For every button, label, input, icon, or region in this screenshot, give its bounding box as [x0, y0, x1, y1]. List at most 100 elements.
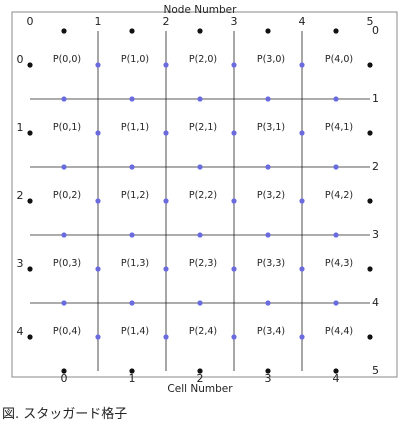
cell-center-point [367, 62, 373, 68]
cell-center-point [61, 28, 67, 34]
cell-number-label-left: 2 [17, 189, 24, 202]
face-velocity-point [333, 232, 339, 238]
cell-number-label-bottom: 3 [265, 372, 272, 385]
cell-center-point [61, 368, 67, 374]
face-velocity-point [231, 130, 237, 136]
figure-caption: 図. スタッガード格子 [2, 407, 128, 422]
face-velocity-point [265, 300, 271, 306]
cell-pressure-label: P(1,1) [121, 122, 149, 133]
cell-pressure-label: P(0,3) [53, 258, 81, 269]
face-velocity-point [61, 300, 67, 306]
cell-center-point [197, 28, 203, 34]
face-velocity-point [231, 334, 237, 340]
cell-number-label-bottom: 2 [197, 372, 204, 385]
cell-number-label-left: 4 [17, 325, 24, 338]
cell-pressure-label: P(4,0) [325, 54, 353, 65]
grid-lines [30, 31, 370, 371]
cell-center-point [129, 368, 135, 374]
face-velocity-point [197, 164, 203, 170]
cell-pressure-labels: P(0,0)P(1,0)P(2,0)P(3,0)P(4,0)P(0,1)P(1,… [53, 54, 353, 337]
face-velocity-point [231, 62, 237, 68]
face-velocity-point [197, 300, 203, 306]
face-velocity-point [95, 130, 101, 136]
cell-pressure-label: P(2,0) [189, 54, 217, 65]
face-velocity-point [231, 266, 237, 272]
cell-number-label-bottom: 4 [333, 372, 340, 385]
cell-pressure-label: P(2,3) [189, 258, 217, 269]
node-number-label-right: 4 [372, 296, 379, 309]
face-velocity-point [299, 62, 305, 68]
cell-pressure-label: P(2,4) [189, 326, 217, 337]
cell-center-point [27, 266, 33, 272]
cell-center-point [27, 198, 33, 204]
face-velocity-point [163, 334, 169, 340]
face-velocity-point [265, 232, 271, 238]
cell-center-point [27, 62, 33, 68]
cell-pressure-label: P(4,4) [325, 326, 353, 337]
node-number-label-right: 5 [372, 364, 379, 377]
outer-frame [11, 11, 398, 378]
cell-number-label-bottom: 1 [129, 372, 136, 385]
face-velocity-point [333, 300, 339, 306]
cell-number-label-left: 3 [17, 257, 24, 270]
node-number-label-top: 4 [299, 15, 306, 28]
cell-pressure-label: P(2,2) [189, 190, 217, 201]
cell-center-point [367, 334, 373, 340]
cell-pressure-label: P(4,2) [325, 190, 353, 201]
top-axis-title: Node Number [164, 4, 238, 16]
cell-pressure-label: P(2,1) [189, 122, 217, 133]
face-velocity-point [299, 334, 305, 340]
cell-pressure-label: P(3,0) [257, 54, 285, 65]
cell-pressure-label: P(3,3) [257, 258, 285, 269]
face-velocity-point [61, 232, 67, 238]
face-velocity-point [95, 62, 101, 68]
face-velocity-point [299, 266, 305, 272]
cell-pressure-label: P(1,4) [121, 326, 149, 337]
face-velocity-point [129, 96, 135, 102]
bottom-axis-title: Cell Number [167, 383, 233, 395]
cell-center-point [197, 368, 203, 374]
face-velocity-point [299, 130, 305, 136]
node-number-label-right: 0 [372, 24, 379, 37]
node-number-label-top: 0 [27, 15, 34, 28]
cell-center-point [367, 266, 373, 272]
face-velocity-point [163, 62, 169, 68]
node-number-label-right: 3 [372, 228, 379, 241]
cell-center-point [333, 28, 339, 34]
cell-pressure-label: P(3,2) [257, 190, 285, 201]
face-velocity-point [197, 96, 203, 102]
face-velocity-point [61, 96, 67, 102]
cell-center-point [367, 130, 373, 136]
cell-pressure-label: P(0,1) [53, 122, 81, 133]
node-number-label-top: 3 [231, 15, 238, 28]
face-velocity-point [129, 300, 135, 306]
face-velocity-point [61, 164, 67, 170]
cell-center-point [265, 28, 271, 34]
cell-pressure-label: P(0,2) [53, 190, 81, 201]
cell-center-point [27, 334, 33, 340]
node-number-label-top: 5 [367, 15, 374, 28]
face-velocity-point [333, 96, 339, 102]
grid-points [27, 28, 373, 374]
face-velocity-point [197, 232, 203, 238]
node-number-label-top: 1 [95, 15, 102, 28]
cell-pressure-label: P(4,3) [325, 258, 353, 269]
node-number-label-top: 2 [163, 15, 170, 28]
face-velocity-point [163, 130, 169, 136]
node-number-label-right: 2 [372, 160, 379, 173]
cell-pressure-label: P(3,1) [257, 122, 285, 133]
face-velocity-point [299, 198, 305, 204]
cell-center-point [367, 198, 373, 204]
face-velocity-point [265, 96, 271, 102]
cell-number-label-bottom: 0 [61, 372, 68, 385]
face-velocity-point [265, 164, 271, 170]
face-velocity-point [333, 164, 339, 170]
cell-number-label-left: 0 [17, 53, 24, 66]
cell-pressure-label: P(1,0) [121, 54, 149, 65]
cell-pressure-label: P(3,4) [257, 326, 285, 337]
face-velocity-point [163, 266, 169, 272]
cell-center-point [129, 28, 135, 34]
